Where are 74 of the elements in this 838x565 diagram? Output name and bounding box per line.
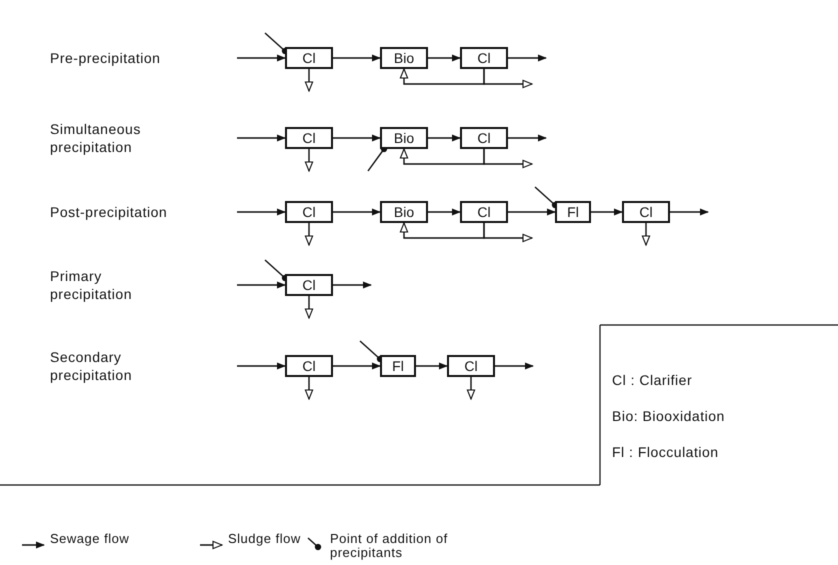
process-box xyxy=(380,127,428,149)
box-label: Cl xyxy=(302,277,316,293)
sludge-arrow xyxy=(483,149,533,168)
flow-arrow xyxy=(508,208,556,216)
box-label: Cl xyxy=(464,358,478,374)
sludge-arrow xyxy=(304,223,314,246)
flow-arrow xyxy=(670,208,709,216)
flow-arrow xyxy=(508,54,547,62)
process-box xyxy=(285,47,333,69)
legend-text: Point of addition of precipitants xyxy=(330,532,449,560)
process-box xyxy=(555,201,591,223)
flow-arrow xyxy=(237,54,286,62)
sludge-arrow xyxy=(304,296,314,319)
sludge-arrow xyxy=(642,223,650,246)
sludge-return-arrow xyxy=(400,222,485,239)
process-box xyxy=(380,47,428,69)
box-label: Cl xyxy=(477,130,491,146)
process-box xyxy=(380,355,416,377)
flow-arrow xyxy=(333,134,381,142)
sludge-return-arrow xyxy=(400,148,485,165)
process-box xyxy=(285,355,333,377)
process-box xyxy=(460,127,508,149)
box-label: Fl xyxy=(567,204,579,220)
abbreviation-key: Bio: Biooxidation xyxy=(612,408,725,424)
flow-arrow xyxy=(237,281,286,289)
process-box xyxy=(460,201,508,223)
sludge-arrow xyxy=(304,377,314,400)
legend-text: Sewage flow xyxy=(50,532,130,546)
row-label: Primary precipitation xyxy=(50,267,133,303)
process-box xyxy=(447,355,495,377)
process-box xyxy=(622,201,670,223)
flow-arrow xyxy=(591,208,623,216)
box-label: Cl xyxy=(639,204,653,220)
sludge-arrow xyxy=(304,149,314,172)
flow-arrow xyxy=(508,134,547,142)
flow-arrow xyxy=(333,362,381,370)
flow-arrow xyxy=(237,134,286,142)
box-label: Bio xyxy=(394,50,414,66)
box-label: Cl xyxy=(302,204,316,220)
flow-arrow xyxy=(237,362,286,370)
abbreviation-key: Cl : Clarifier xyxy=(612,372,692,388)
process-box xyxy=(285,127,333,149)
abbreviation-key: Fl : Flocculation xyxy=(612,444,719,460)
box-label: Fl xyxy=(392,358,404,374)
box-label: Cl xyxy=(477,50,491,66)
process-box xyxy=(285,201,333,223)
sludge-arrow xyxy=(483,223,533,242)
sludge-arrow xyxy=(304,69,314,92)
box-label: Cl xyxy=(302,358,316,374)
row-label: Pre-precipitation xyxy=(50,49,162,67)
flow-arrow xyxy=(333,208,381,216)
flow-arrow xyxy=(333,54,381,62)
box-label: Cl xyxy=(302,130,316,146)
process-box xyxy=(285,274,333,296)
flow-arrow xyxy=(416,362,448,370)
box-label: Cl xyxy=(477,204,491,220)
flow-arrow xyxy=(428,54,461,62)
flow-arrow xyxy=(428,208,461,216)
sludge-arrow xyxy=(483,69,533,88)
row-label: Post-precipitation xyxy=(50,203,168,221)
box-label: Bio xyxy=(394,204,414,220)
sludge-arrow xyxy=(466,377,476,400)
row-label: Secondary precipitation xyxy=(50,348,133,384)
legend-text: Sludge flow xyxy=(228,532,302,546)
process-box xyxy=(460,47,508,69)
flow-arrow xyxy=(237,208,286,216)
flow-arrow xyxy=(495,362,534,370)
flow-arrow xyxy=(428,134,461,142)
process-box xyxy=(380,201,428,223)
sludge-return-arrow xyxy=(400,68,485,85)
box-label: Cl xyxy=(302,50,316,66)
box-label: Bio xyxy=(394,130,414,146)
flow-arrow xyxy=(333,281,372,289)
row-label: Simultaneous precipitation xyxy=(50,120,142,156)
